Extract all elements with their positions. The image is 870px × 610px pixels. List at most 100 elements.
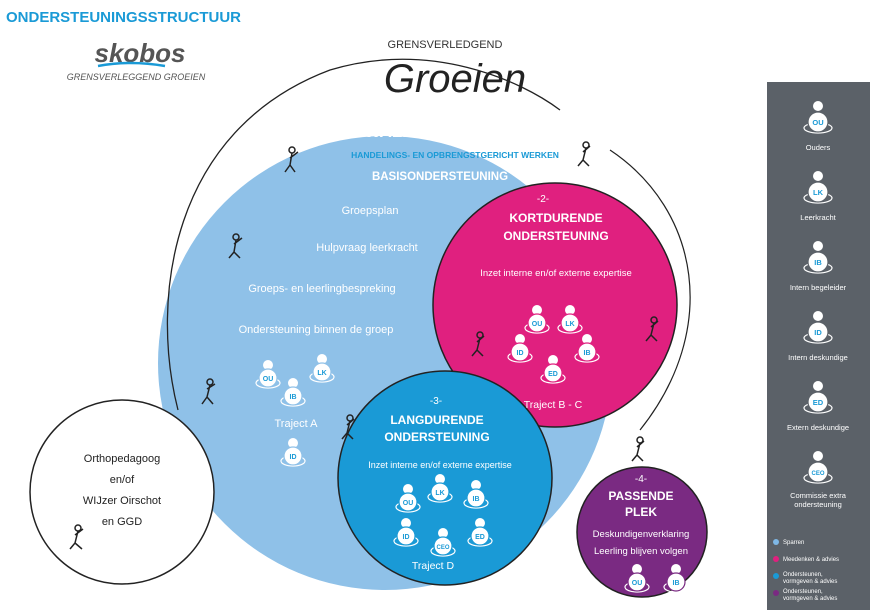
climber-icon xyxy=(69,524,84,550)
climber-icon xyxy=(645,316,659,342)
role-badge-icon: LK xyxy=(557,305,583,334)
role-badge-icon: LK xyxy=(427,474,453,503)
role-badge-icon: IB xyxy=(574,334,600,363)
role-badges: OU LK IB ID OU LK ID IB ED OU LK IB ID CEO ED OU IB xyxy=(255,305,689,593)
lang-text: Inzet interne en/of externe expertise xyxy=(368,460,512,470)
role-badge-icon: OU xyxy=(624,564,650,593)
role-badge-icon: ID xyxy=(507,334,533,363)
role-badge-code: OU xyxy=(632,580,643,587)
basis-item: Groepsplan xyxy=(342,205,399,217)
legend-color-item: Sparren xyxy=(773,539,804,546)
role-badge-icon: IB xyxy=(280,378,306,407)
role-badge-code: IB xyxy=(584,350,591,357)
legend-role-code: ED xyxy=(813,398,824,407)
ortho-line-2: en/of xyxy=(110,474,135,486)
role-badge-code: IB xyxy=(290,394,297,401)
legend-role-code: LK xyxy=(813,188,824,197)
role-badge-icon: LK xyxy=(309,354,335,383)
hand-small-text: GRENSVERLEDGEND xyxy=(388,39,503,51)
role-badge-code: LK xyxy=(435,490,444,497)
climber-icon xyxy=(341,414,355,440)
basis-title: BASISKWALITEIT xyxy=(300,122,444,141)
legend-role-label: Extern deskundige xyxy=(787,423,849,432)
legend-color-label: Ondersteunen,vormgeven & advies xyxy=(783,572,837,585)
role-badge-icon: ID xyxy=(393,518,419,547)
ortho-line-4: en GGD xyxy=(102,516,142,528)
role-badge-code: IB xyxy=(673,580,680,587)
role-badge-code: IB xyxy=(473,496,480,503)
legend-role-code: OU xyxy=(812,118,823,127)
basis-item: Groeps- en leerlingbespreking xyxy=(248,283,395,295)
legend-role-label: Ouders xyxy=(806,143,831,152)
climber-icon xyxy=(201,378,216,405)
ortho-line-3: WIJzer Oirschot xyxy=(83,495,161,507)
passend-line-1: Deskundigenverklaring xyxy=(593,529,690,540)
legend-role-item: LK Leerkracht xyxy=(800,171,837,222)
kort-number: -2- xyxy=(537,194,549,205)
legend-role-item: OU Ouders xyxy=(803,101,833,152)
lang-number: -3- xyxy=(430,396,442,407)
lang-circle xyxy=(337,370,553,586)
ortho-circle xyxy=(29,399,215,585)
ortho-line-1: Orthopedagoog xyxy=(84,453,160,465)
growth-line-right xyxy=(609,149,691,431)
legend-color-item: Ondersteunen,vormgeven & advies xyxy=(773,572,837,585)
legend-panel xyxy=(767,82,870,610)
lang-traject: Traject D xyxy=(412,560,455,572)
legend-color-item: Meedenken & advies xyxy=(773,556,839,563)
legend-role-code: IB xyxy=(814,258,822,267)
legend-role-item: IB Intern begeleider xyxy=(790,241,847,292)
basis-item: Hulpvraag leerkracht xyxy=(316,242,418,254)
legend-role-code: CEO xyxy=(811,471,824,477)
role-badge-icon: ED xyxy=(467,518,493,547)
passend-title-1: PASSENDE xyxy=(608,489,673,503)
legend-role-label: Leerkracht xyxy=(800,213,836,222)
legend-role-item: ED Extern deskundige xyxy=(787,381,849,432)
role-badge-icon: IB xyxy=(663,564,689,593)
legend-role-label: Intern deskundige xyxy=(788,353,848,362)
legend-role-code: ID xyxy=(814,328,822,337)
role-badge-code: ID xyxy=(403,534,410,541)
role-badge-code: LK xyxy=(317,370,326,377)
role-badge-icon: OU xyxy=(255,360,281,389)
climber-icon xyxy=(577,141,591,167)
role-badge-icon: ID xyxy=(280,438,306,467)
role-badge-code: OU xyxy=(403,500,414,507)
page-title: ONDERSTEUNINGSSTRUCTUUR xyxy=(6,9,241,26)
legend-color-label: Meedenken & advies xyxy=(783,557,839,563)
climber-icon xyxy=(631,436,645,462)
basis-item: Ondersteuning binnen de groep xyxy=(239,324,394,336)
kort-title-2: ONDERSTEUNING xyxy=(503,229,608,243)
passend-number: -4- xyxy=(635,474,647,485)
legend-role-item: ID Intern deskundige xyxy=(788,311,848,362)
climber-icon xyxy=(228,233,243,259)
legend-color-label: Ondersteunen,vormgeven & advies xyxy=(783,589,837,602)
role-badge-code: OU xyxy=(532,321,543,328)
kort-circle xyxy=(432,182,678,428)
role-badge-icon: OU xyxy=(524,305,550,334)
role-badge-code: CEO xyxy=(436,545,449,551)
legend-role-label: Intern begeleider xyxy=(790,283,847,292)
legend-color-item: Ondersteunen,vormgeven & advies xyxy=(773,589,837,602)
kort-text: Inzet interne en/of externe expertise xyxy=(480,268,632,279)
climber-icon xyxy=(471,331,485,357)
role-badge-icon: ED xyxy=(540,355,566,384)
traject-a-label: Traject A xyxy=(275,418,319,430)
passend-title-2: PLEK xyxy=(625,505,657,519)
role-badge-code: ID xyxy=(290,454,297,461)
hand-big-text: Groeien xyxy=(384,57,526,101)
role-badge-icon: IB xyxy=(463,480,489,509)
role-badge-code: ED xyxy=(475,534,485,541)
logo-tagline: GRENSVERLEGGEND GROEIEN xyxy=(67,72,206,82)
legend-color-label: Sparren xyxy=(783,540,804,546)
role-badge-icon: CEO xyxy=(430,528,456,557)
role-badge-icon: OU xyxy=(395,484,421,513)
lang-title-2: ONDERSTEUNING xyxy=(384,430,489,444)
passend-line-2: Leerling blijven volgen xyxy=(594,546,688,557)
logo-swoosh xyxy=(97,61,166,68)
